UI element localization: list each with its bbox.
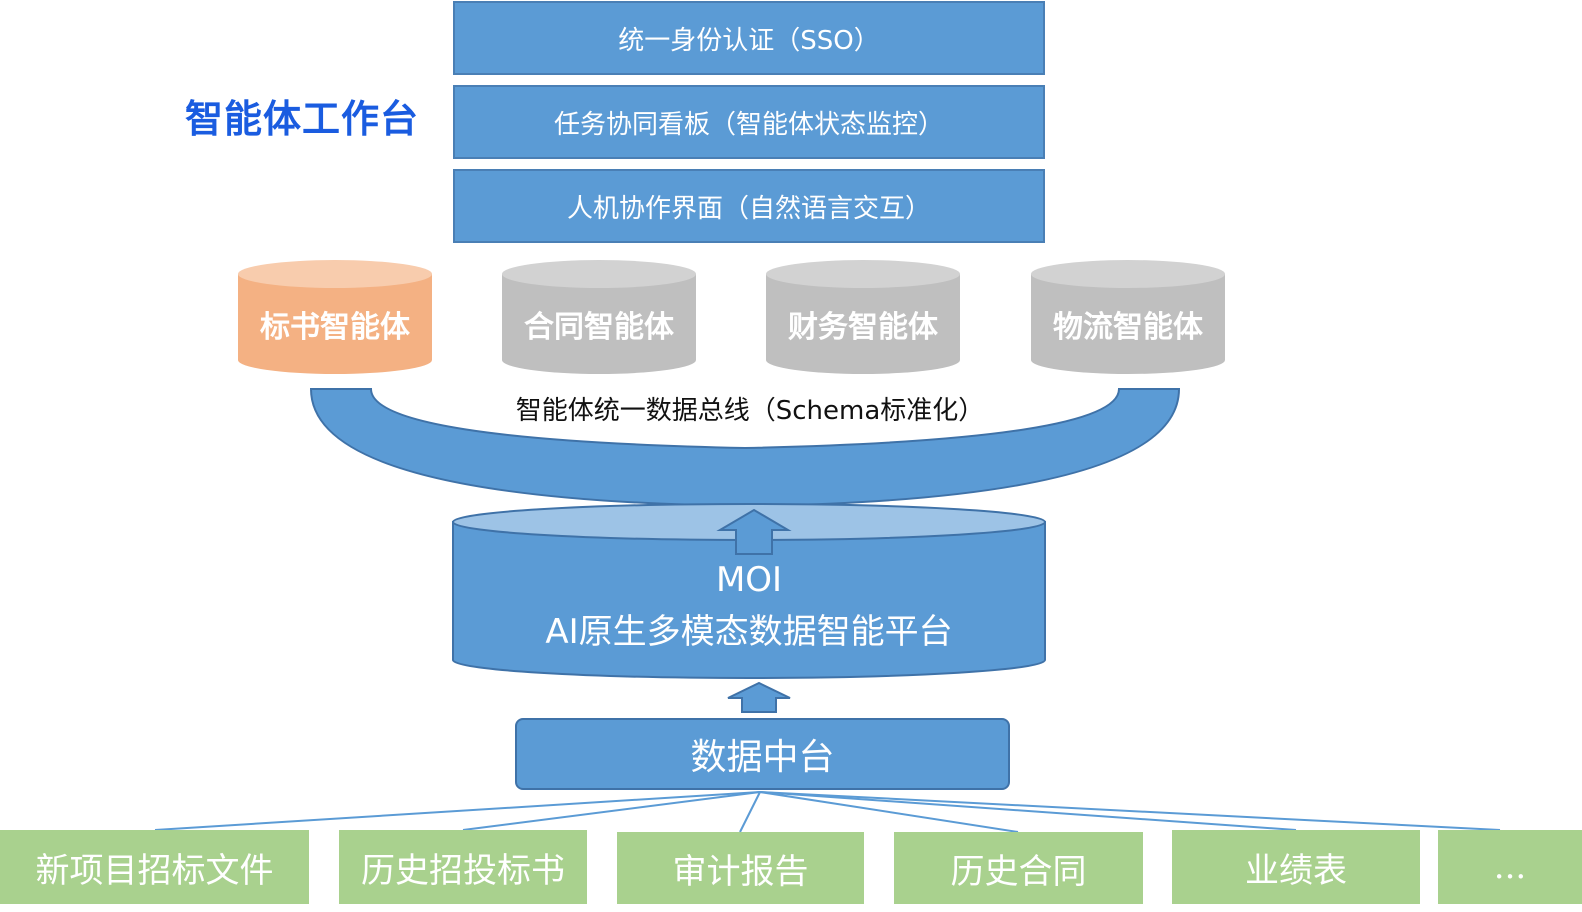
source-performance-table: 业绩表 [1172, 830, 1420, 904]
agent-label-contract: 合同智能体 [524, 310, 674, 345]
layer-sso: 统一身份认证（SSO） [453, 1, 1045, 75]
layer-task-board: 任务协同看板（智能体状态监控） [453, 85, 1045, 159]
arrow-up-to-bus [716, 508, 792, 555]
agent-cylinder-tender [238, 260, 432, 374]
agent-cylinder-finance [766, 260, 960, 374]
source-lines [154, 791, 1501, 833]
data-bus-band [309, 388, 1181, 508]
agent-cylinder-contract [502, 260, 696, 374]
source-new-tender-docs: 新项目招标文件 [0, 830, 309, 904]
source-audit-report: 审计报告 [617, 832, 864, 904]
data-platform-box: 数据中台 [515, 718, 1010, 790]
agent-cylinder-logistics [1031, 260, 1225, 374]
workbench-title: 智能体工作台 [185, 97, 420, 141]
arrow-up-to-moi [727, 681, 791, 713]
data-bus-label: 智能体统一数据总线（Schema标准化） [515, 396, 985, 426]
source-history-contracts: 历史合同 [894, 832, 1143, 904]
source-more: ... [1438, 830, 1582, 904]
agent-label-finance: 财务智能体 [788, 310, 938, 345]
moi-title: MOI [715, 560, 783, 600]
agent-label-tender: 标书智能体 [260, 310, 410, 345]
layer-human-machine: 人机协作界面（自然语言交互） [453, 169, 1045, 243]
source-history-bids: 历史招投标书 [339, 830, 587, 904]
agent-label-logistics: 物流智能体 [1053, 310, 1203, 345]
moi-subtitle: AI原生多模态数据智能平台 [545, 612, 953, 652]
